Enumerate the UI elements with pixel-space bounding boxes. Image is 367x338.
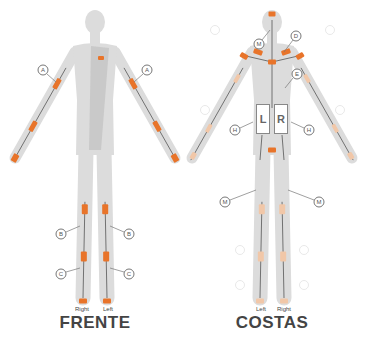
sensor: [258, 252, 264, 262]
sensor: [259, 204, 265, 214]
callout-letter: M: [254, 39, 265, 50]
empty-marker: [201, 106, 210, 115]
leader-line: [134, 74, 143, 82]
sensor: [233, 74, 241, 84]
callout-letter: M: [314, 197, 325, 208]
sensor: [280, 252, 286, 262]
callout-letter: A: [142, 65, 153, 76]
sensor: [82, 204, 88, 214]
sensor: [205, 123, 213, 133]
sensor: [79, 299, 87, 304]
leader-line: [47, 74, 56, 82]
sensor: [279, 204, 285, 214]
sensor: [268, 60, 276, 65]
empty-marker: [236, 281, 245, 290]
leader-line: [66, 268, 80, 272]
sensor: [256, 299, 264, 304]
callout-letter: C: [56, 269, 67, 280]
callout-letter: B: [124, 229, 135, 240]
callout-letter: D: [291, 31, 302, 42]
leader-line: [285, 78, 293, 88]
sensor: [170, 153, 179, 163]
empty-marker: [300, 246, 309, 255]
leader-line: [240, 122, 253, 128]
sensor: [102, 204, 108, 214]
sensor: [98, 56, 104, 60]
leader-line: [284, 40, 293, 52]
sensor: [152, 120, 162, 132]
sensor: [189, 152, 197, 161]
leader-line: [230, 190, 256, 200]
sensor: [103, 252, 109, 262]
pack-box: R: [274, 104, 288, 134]
box-letter: L: [260, 113, 267, 125]
side-label: Right: [75, 306, 89, 312]
side-label: Right: [277, 306, 291, 312]
side-label: Left: [103, 306, 113, 312]
sensor: [239, 52, 248, 60]
sensor: [269, 12, 276, 17]
leader-line: [288, 190, 314, 200]
sensor: [28, 120, 38, 132]
pack-box: L: [256, 104, 270, 134]
sensor: [331, 123, 339, 133]
sensor: [295, 52, 304, 60]
sensor: [303, 74, 311, 84]
view-title: COSTAS: [236, 313, 309, 333]
empty-marker: [336, 106, 345, 115]
back-figure: [189, 10, 354, 304]
leader-line: [66, 226, 80, 232]
sensor: [81, 252, 87, 262]
sensor: [103, 299, 111, 304]
view-title: FRENTE: [60, 313, 131, 333]
sensor: [268, 148, 276, 153]
empty-marker: [236, 246, 245, 255]
leader-line: [110, 226, 124, 232]
empty-marker: [211, 26, 220, 35]
callout-letter: C: [124, 269, 135, 280]
sensor: [347, 152, 355, 161]
callout-letter: E: [292, 69, 303, 80]
empty-marker: [326, 26, 335, 35]
side-label: Left: [256, 306, 266, 312]
callout-letter: A: [38, 65, 49, 76]
empty-marker: [300, 281, 309, 290]
callout-letter: B: [56, 229, 67, 240]
box-letter: R: [277, 113, 285, 125]
callout-letter: H: [304, 125, 315, 136]
leader-line: [262, 30, 270, 40]
callout-letter: H: [230, 125, 241, 136]
callout-letter: M: [220, 197, 231, 208]
front-figure: [10, 10, 179, 304]
sensor: [280, 299, 288, 304]
sensor: [10, 153, 19, 163]
leader-line: [291, 122, 304, 128]
leader-line: [110, 268, 124, 272]
